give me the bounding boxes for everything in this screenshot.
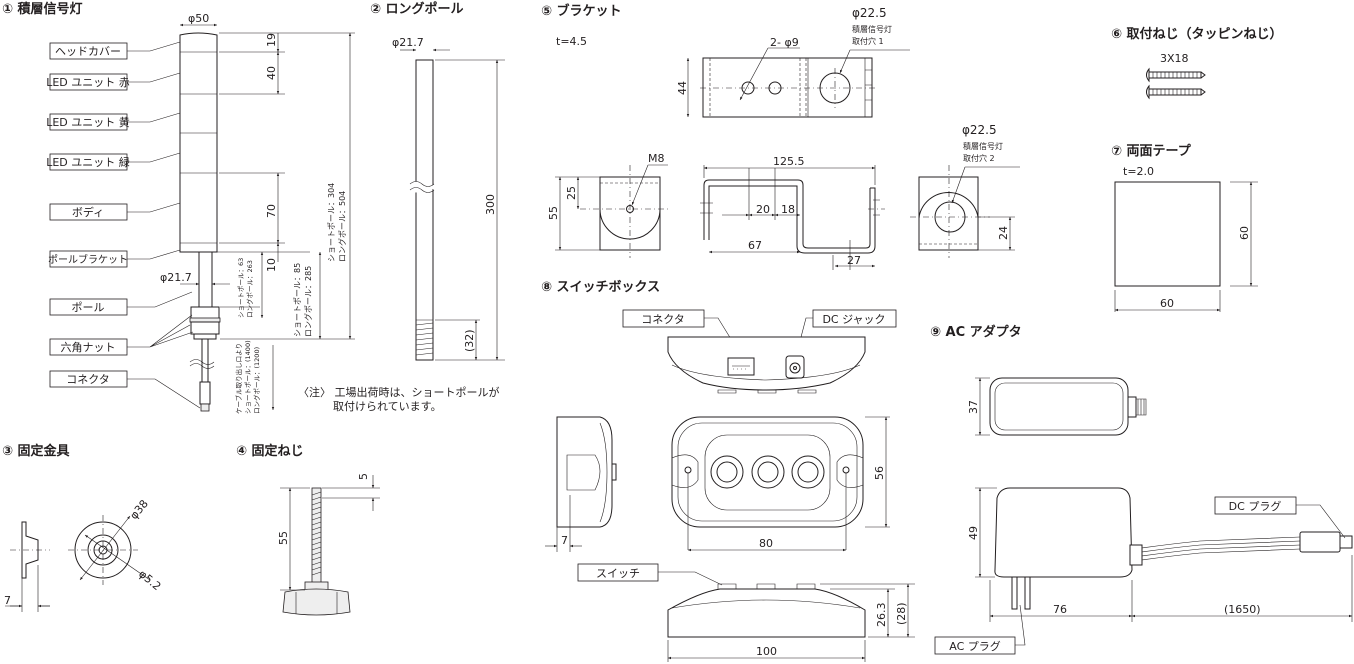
- cable-long: ロングポール：(1200): [252, 347, 261, 414]
- dim-outer-diameter: φ38: [127, 497, 151, 522]
- label-dc-jack: DC ジャック: [822, 313, 885, 326]
- section-title: ① 積層信号灯: [2, 1, 83, 17]
- dim-25: 25: [565, 186, 578, 200]
- dim-head: 19: [265, 33, 278, 47]
- label-ac-plug: AC プラグ: [949, 639, 1001, 653]
- dim-37: 37: [967, 400, 980, 414]
- dim-80: 80: [759, 537, 773, 550]
- dim-diameter: φ21.7: [392, 36, 424, 49]
- label-led-green: LED ユニット 緑: [46, 155, 130, 169]
- note-line-1: 〈注〉 工場出荷時は、ショートポールが: [298, 385, 500, 399]
- label-pole-bracket: ポールブラケット: [48, 253, 128, 266]
- dim-thread: (32): [463, 329, 476, 352]
- dim-nut-short: ショートポール：85: [293, 263, 302, 337]
- dim-m8: M8: [648, 152, 665, 165]
- section-fixing-screw: ④ 固定ねじ 5 55: [236, 443, 380, 616]
- section-title: ④ 固定ねじ: [236, 443, 304, 459]
- dim-height-44: 44: [676, 81, 689, 95]
- tower-labels: ヘッドカバー LED ユニット 赤 LED ユニット 黄 LED ユニット 緑 …: [46, 41, 201, 409]
- hole1-caption-2: 取付穴 1: [852, 36, 884, 46]
- dim-length: 55: [277, 531, 290, 545]
- dim-cable-length: (1650): [1224, 603, 1261, 616]
- label-led-red: LED ユニット 赤: [46, 76, 130, 89]
- section-title: ⑥ 取付ねじ（タッピンねじ）: [1111, 26, 1283, 42]
- bracket-thickness: t=4.5: [556, 35, 587, 48]
- dim-pole-diameter: φ21.7: [160, 271, 192, 284]
- dim-tip: 5: [357, 473, 370, 480]
- dim-24: 24: [997, 226, 1010, 240]
- dim-20: 20: [756, 203, 770, 216]
- dim-27: 27: [847, 254, 861, 267]
- dim-total-short: ショートポール：304: [327, 183, 336, 262]
- dim-56: 56: [873, 466, 886, 480]
- section-switch-box: ⑧ スイッチボックス コネクタ DC ジャック 7 80 56 スイッチ: [541, 279, 915, 662]
- label-led-yellow: LED ユニット 黄: [46, 115, 130, 129]
- cable-note: ケーブル取り出し口より: [234, 343, 243, 414]
- label-connector: コネクタ: [66, 373, 110, 386]
- dim-height: 60: [1238, 226, 1251, 240]
- dim-18: 18: [781, 203, 795, 216]
- dim-small-holes: 2- φ9: [770, 36, 799, 49]
- section-title: ⑧ スイッチボックス: [541, 279, 660, 295]
- dim-49: 49: [967, 526, 980, 540]
- section-title: ② ロングポール: [370, 1, 464, 17]
- section-title: ⑤ ブラケット: [541, 3, 622, 19]
- section-mount-screw: ⑥ 取付ねじ（タッピンねじ） 3X18: [1111, 26, 1283, 100]
- label-switch: スイッチ: [596, 567, 640, 580]
- screw-icon: [1146, 84, 1206, 100]
- label-body: ボディ: [72, 205, 104, 219]
- dim-26-3: 26.3: [875, 603, 888, 628]
- label-hex-nut: 六角ナット: [61, 341, 116, 354]
- dim-pole-short: ショートポール：63: [237, 258, 245, 318]
- section-fixing-bracket: ③ 固定金具 φ38 φ5.2 7: [2, 443, 163, 612]
- dim-width: 125.5: [773, 155, 805, 168]
- dim-thickness: 7: [4, 594, 11, 607]
- dim-body: 70: [265, 204, 278, 218]
- dim-pole-long: ロングポール：263: [245, 260, 254, 318]
- screw-icon: [1146, 67, 1206, 83]
- section-title: ③ 固定金具: [2, 443, 70, 459]
- section-ac-adapter: ⑨ AC アダプタ 37 DC プラグ AC プラグ 49 76 (1650): [930, 324, 1353, 655]
- dim-55: 55: [547, 206, 560, 220]
- section-signal-tower: ① 積層信号灯 ヘッドカバー LED ユニット 赤 LED ユニット 黄 LED…: [2, 1, 500, 414]
- section-tape: ⑦ 両面テープ t=2.0 60 60: [1111, 144, 1258, 312]
- tower-drawing: [179, 32, 221, 412]
- dim-28: (28): [895, 602, 908, 625]
- dim-big-hole: φ22.5: [852, 6, 887, 20]
- dim-100: 100: [756, 645, 777, 658]
- dim-hole2: φ22.5: [962, 123, 997, 137]
- dim-unit: 40: [265, 66, 278, 80]
- section-title: ⑦ 両面テープ: [1111, 144, 1192, 159]
- tape-thickness: t=2.0: [1123, 165, 1154, 178]
- section-bracket: ⑤ ブラケット t=4.5 2- φ9 φ22.5 積層信号灯 取付穴 1 44…: [541, 3, 1020, 270]
- dim-width: 60: [1160, 297, 1174, 310]
- section-title: ⑨ AC アダプタ: [930, 324, 1022, 340]
- cable-short: ショートポール：(1400): [244, 340, 252, 414]
- label-head-cover: ヘッドカバー: [55, 45, 121, 58]
- dim-hole-diameter: φ5.2: [136, 567, 163, 593]
- dim-length: 300: [484, 194, 497, 215]
- dim-7: 7: [561, 534, 568, 547]
- hole2-caption-2: 取付穴 2: [963, 153, 995, 163]
- dim-76: 76: [1053, 603, 1067, 616]
- dim-diameter: φ50: [188, 12, 209, 25]
- note-line-2: 取付けられています。: [333, 400, 442, 413]
- tower-dimensions: φ50 19 40 70 10 φ21.7 ショートポール：304 ロングポール…: [160, 12, 355, 414]
- label-pole: ポール: [72, 301, 105, 314]
- dim-bracket: 10: [265, 258, 278, 272]
- label-connector: コネクタ: [641, 313, 685, 326]
- dim-nut-long: ロングポール：285: [303, 266, 313, 337]
- hole1-caption-1: 積層信号灯: [852, 24, 892, 34]
- screw-size: 3X18: [1160, 52, 1189, 65]
- section-long-pole: ② ロングポール φ21.7 300 (32): [370, 1, 505, 361]
- hole2-caption-1: 積層信号灯: [963, 141, 1003, 151]
- dim-67: 67: [748, 239, 762, 252]
- label-dc-plug: DC プラグ: [1229, 499, 1282, 513]
- dim-total-long: ロングポール：504: [337, 191, 347, 262]
